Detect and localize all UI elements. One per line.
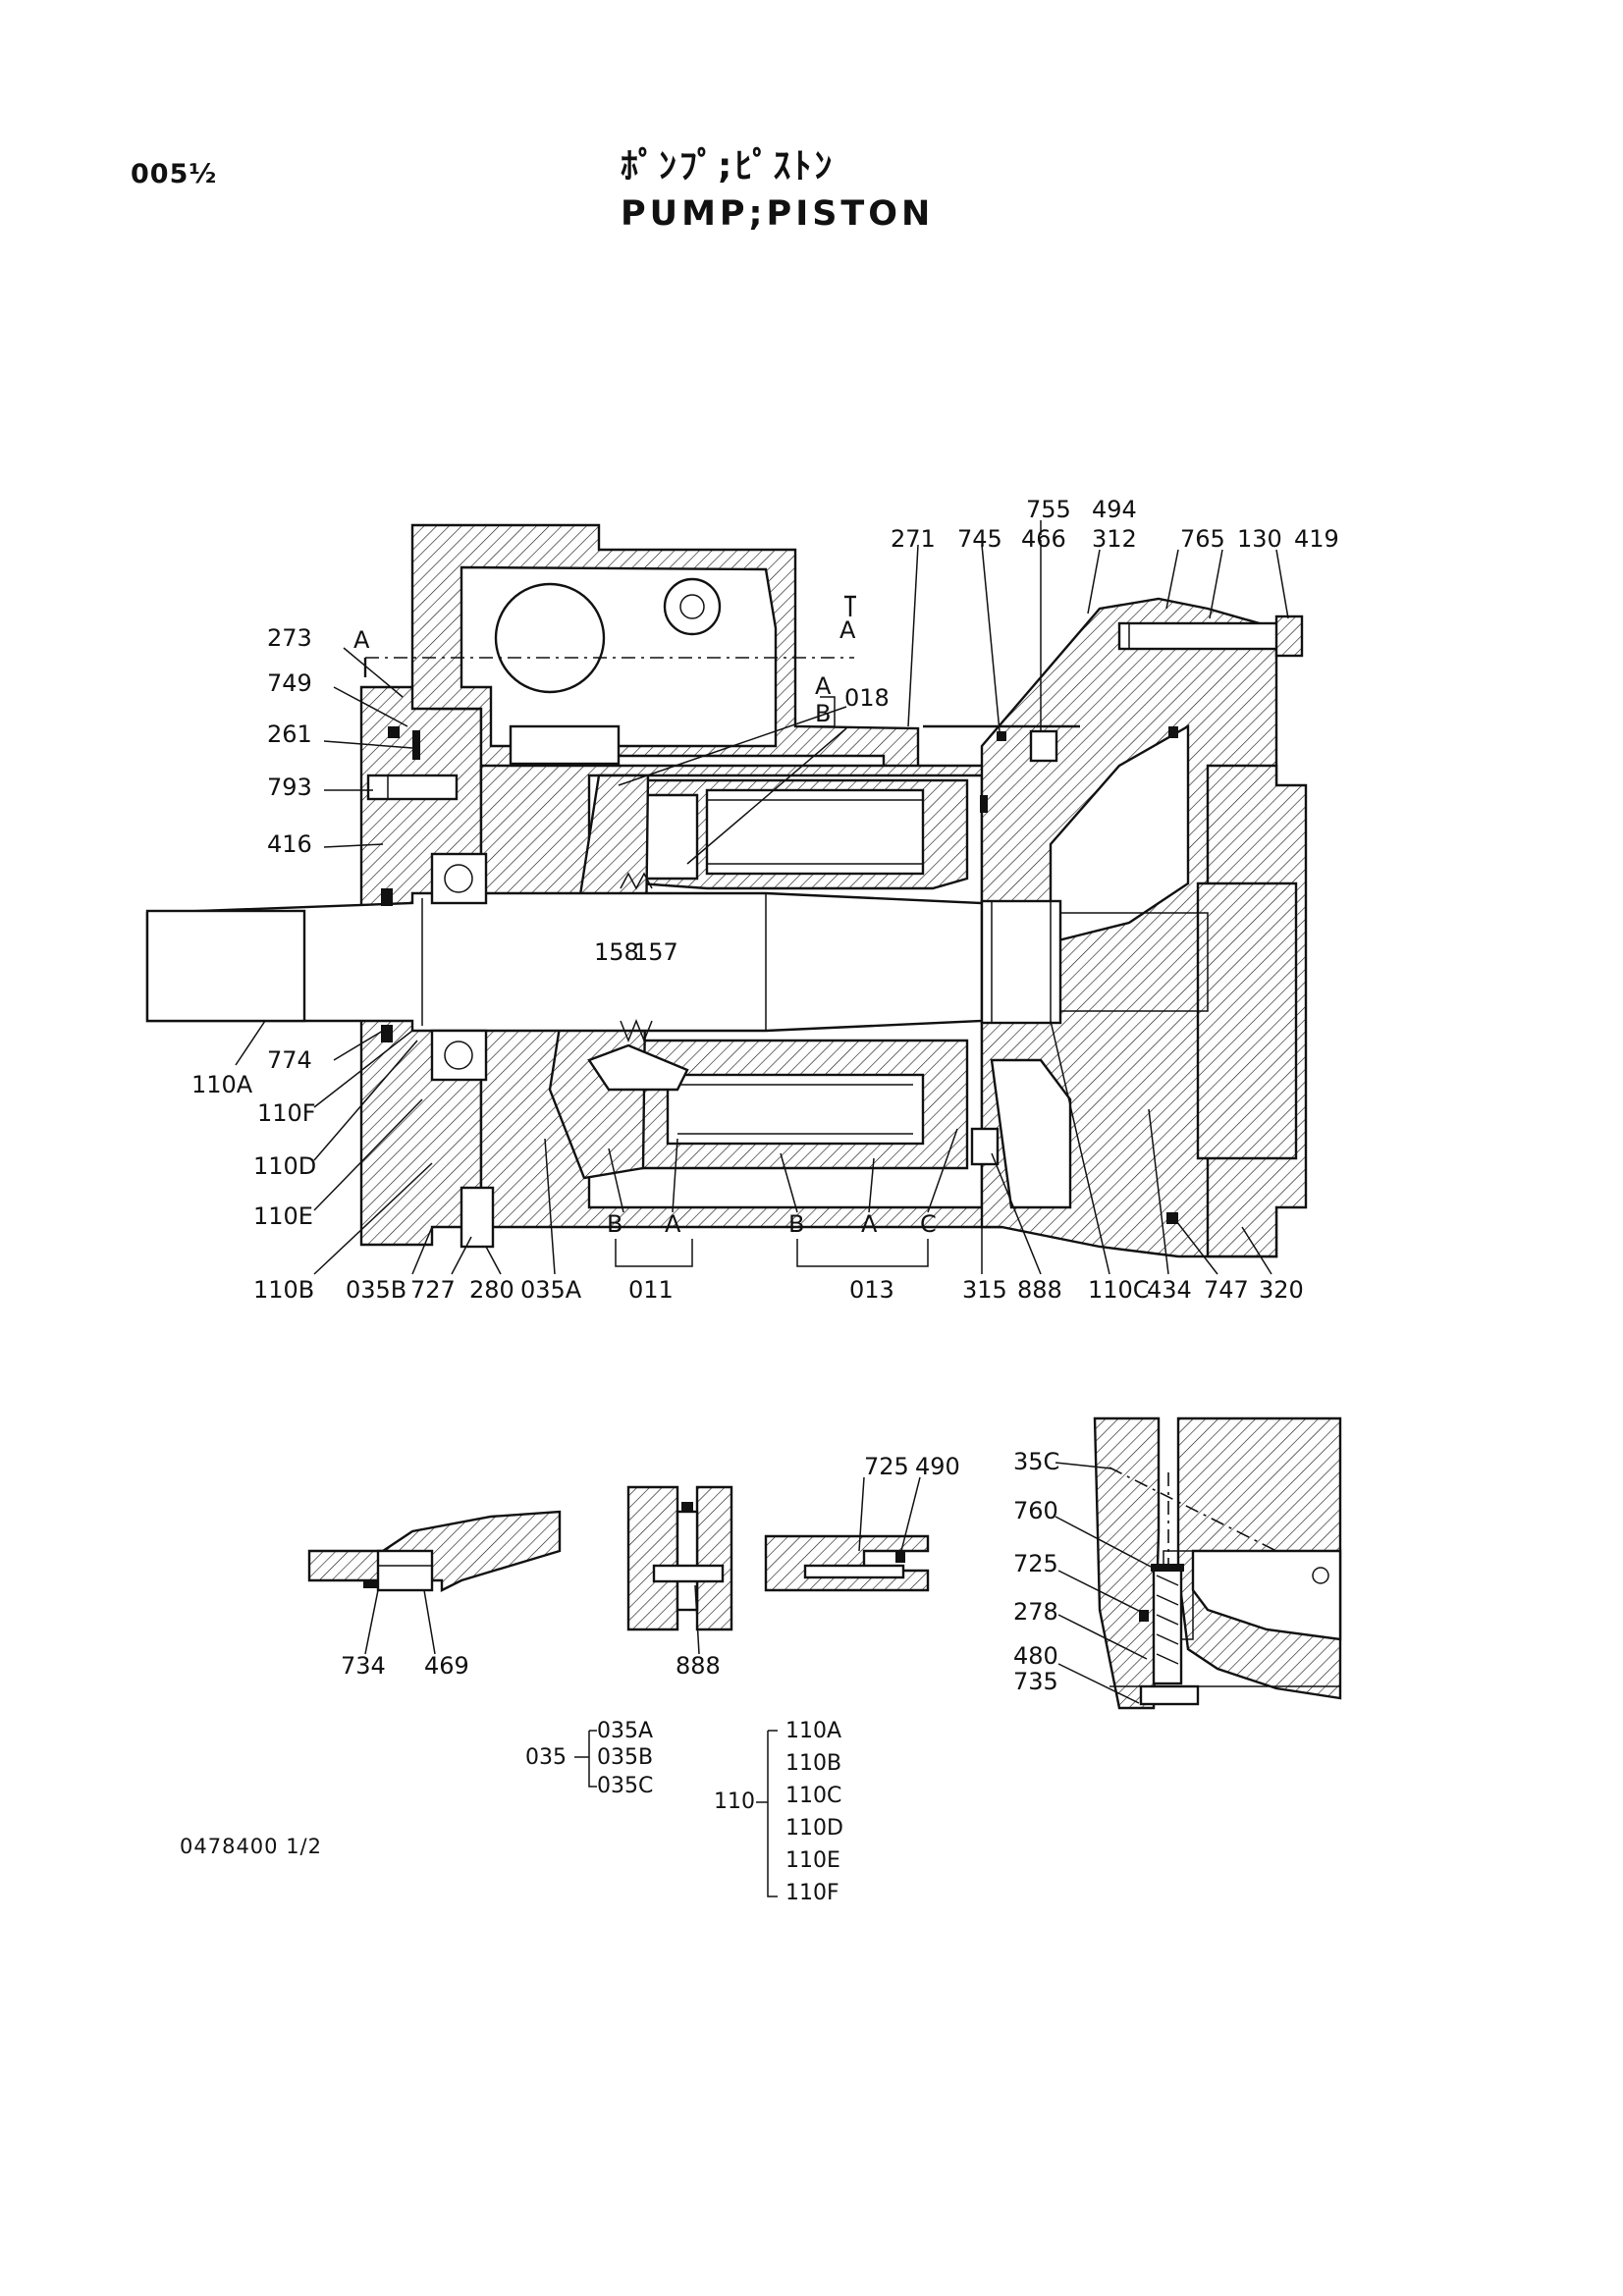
label-158: 158 — [594, 938, 639, 966]
label-760: 760 — [1013, 1497, 1058, 1524]
label-734: 734 — [341, 1652, 386, 1680]
label-494: 494 — [1092, 496, 1137, 523]
label-35c: 35C — [1013, 1448, 1059, 1475]
detail-orifice-725-490: 725 490 — [764, 1453, 960, 1592]
label-110d: 110D — [253, 1152, 316, 1180]
shaft-bushing — [980, 899, 1062, 1025]
label-312: 312 — [1092, 525, 1137, 553]
regulator-plug — [663, 577, 722, 636]
regulator-bore — [494, 582, 606, 694]
main-cross-section — [145, 523, 1308, 1258]
label-469: 469 — [424, 1652, 469, 1680]
label-011-a: A — [665, 1210, 681, 1238]
label-749: 749 — [267, 669, 312, 697]
label-466: 466 — [1021, 525, 1066, 553]
label-157: 157 — [633, 938, 678, 966]
label-013-a: A — [861, 1210, 878, 1238]
label-490: 490 — [915, 1453, 960, 1480]
label-013-c: C — [920, 1210, 937, 1238]
plug-466 — [1029, 729, 1058, 763]
bolt-727 — [460, 1186, 495, 1249]
legend-035: 035 035A 035B 035C — [525, 1719, 653, 1798]
label-725-detail: 725 — [864, 1453, 909, 1480]
label-416: 416 — [267, 830, 312, 858]
label-110c: 110C — [1088, 1276, 1150, 1304]
legend-110-child-3: 110C — [785, 1784, 841, 1808]
label-727: 727 — [410, 1276, 456, 1304]
label-013: 013 — [849, 1276, 894, 1304]
label-035a: 035A — [520, 1276, 582, 1304]
detail-seal-888: 888 — [626, 1485, 733, 1680]
label-434: 434 — [1147, 1276, 1192, 1304]
legend-110: 110 110A 110B 110C 110D 110E 110F — [714, 1719, 843, 1905]
label-011: 011 — [628, 1276, 674, 1304]
shaft-splined-end — [145, 909, 306, 1023]
legend-110-child-4: 110D — [785, 1816, 843, 1841]
label-011-b: B — [607, 1210, 622, 1238]
main-labels: 755 494 271 745 466 312 765 130 419 273 … — [191, 496, 1339, 1304]
title-english: PUMP;PISTON — [621, 194, 935, 234]
label-755: 755 — [1026, 496, 1071, 523]
document-code: 0478400 1/2 — [180, 1835, 322, 1858]
piston-upper — [705, 788, 925, 876]
label-110e: 110E — [253, 1202, 313, 1230]
spring — [620, 1018, 653, 1043]
label-320: 320 — [1259, 1276, 1304, 1304]
label-745: 745 — [957, 525, 1002, 553]
label-section-a-right: A — [839, 616, 856, 644]
legend-110-parent: 110 — [714, 1789, 755, 1814]
label-035b: 035B — [346, 1276, 406, 1304]
label-793: 793 — [267, 774, 312, 801]
label-018-a: A — [815, 672, 832, 700]
label-273: 273 — [267, 624, 312, 652]
legend-110-child-2: 110B — [785, 1751, 841, 1776]
legend-035-parent: 035 — [525, 1745, 567, 1770]
bolt-793 — [366, 774, 459, 801]
label-765: 765 — [1180, 525, 1225, 553]
detail-plug-734-469: 734 469 — [307, 1510, 562, 1680]
label-271: 271 — [891, 525, 936, 553]
label-278: 278 — [1013, 1598, 1058, 1626]
piston-lower — [666, 1073, 925, 1146]
label-315: 315 — [962, 1276, 1007, 1304]
legend-035-child-3: 035C — [597, 1774, 653, 1798]
legend-110-child-6: 110F — [785, 1881, 839, 1905]
label-018-b: B — [815, 700, 831, 727]
page-number: 005½ — [131, 159, 218, 189]
detail-valve-35c: 35C 760 725 278 480 735 — [1013, 1416, 1342, 1710]
label-747: 747 — [1204, 1276, 1249, 1304]
label-110b: 110B — [253, 1276, 314, 1304]
rear-housing — [1196, 881, 1298, 1160]
label-419: 419 — [1294, 525, 1339, 553]
label-130: 130 — [1237, 525, 1282, 553]
label-110f: 110F — [257, 1099, 316, 1127]
legend-110-child-1: 110A — [785, 1719, 841, 1743]
label-110a: 110A — [191, 1071, 253, 1098]
title-japanese: ﾎﾟﾝﾌﾟ;ﾋﾟｽﾄﾝ — [621, 146, 836, 187]
main-leaders — [235, 520, 1289, 1275]
label-774: 774 — [267, 1046, 312, 1074]
label-280: 280 — [469, 1276, 514, 1304]
front-bearing — [430, 852, 488, 905]
label-section-a-left: A — [353, 626, 370, 654]
legend-035-child-1: 035A — [597, 1719, 653, 1743]
label-725-valve: 725 — [1013, 1550, 1058, 1577]
label-018: 018 — [844, 684, 890, 712]
label-013-b: B — [788, 1210, 804, 1238]
label-888-detail: 888 — [676, 1652, 721, 1680]
label-261: 261 — [267, 721, 312, 748]
legend-035-child-2: 035B — [597, 1745, 653, 1770]
label-480: 480 — [1013, 1642, 1058, 1670]
legend-110-child-5: 110E — [785, 1848, 840, 1873]
label-735: 735 — [1013, 1668, 1058, 1695]
label-888: 888 — [1017, 1276, 1062, 1304]
